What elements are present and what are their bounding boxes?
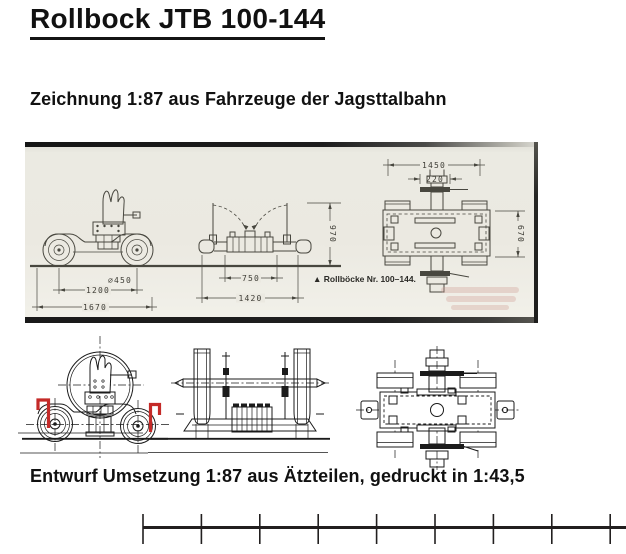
scan-top-view: 1450 220 670 (382, 159, 525, 293)
scan-end-view: 750 1420 970 (196, 202, 341, 303)
dim-outer-width: 1420 (238, 294, 262, 303)
dim-plan-width: 670 (516, 225, 525, 243)
etch-design-caption: Entwurf Umsetzung 1:87 aus Ätzteilen, ge… (30, 466, 525, 486)
page-title: Rollbock JTB 100-144 (30, 3, 326, 40)
highlighted-stanchion-bracket-right (148, 402, 162, 432)
cad-side-view (18, 336, 170, 458)
dim-height: 970 (328, 225, 337, 243)
scan-border-bottom (25, 317, 538, 323)
drawing-source-caption: Zeichnung 1:87 aus Fahrzeuge der Jagstta… (30, 89, 447, 109)
scale-ruler (142, 514, 626, 544)
cad-end-view (148, 348, 330, 453)
scan-side-view: ⌀450 1200 1670 (32, 189, 157, 312)
dim-plan-length: 1450 (422, 161, 446, 170)
dim-coupling-width: 220 (426, 175, 444, 184)
cad-drawings (18, 336, 519, 470)
dim-axle-distance: 1200 (86, 286, 110, 295)
cad-top-view (356, 346, 519, 470)
scan-border-top (25, 142, 538, 147)
scan-drawing-svg: ⌀450 1200 1670 (30, 159, 525, 312)
dim-overall-length: 1670 (83, 303, 107, 312)
dim-inner-width: 750 (242, 274, 260, 283)
highlighted-stanchion-bracket-left (36, 398, 51, 428)
ruler-ticks (142, 514, 612, 544)
scan-bleed-through (441, 287, 519, 310)
scanned-drawing: ⌀450 1200 1670 (25, 142, 538, 323)
coupling-claw (102, 189, 125, 225)
dim-wheel-diameter: ⌀450 (108, 276, 132, 285)
scan-border-right (534, 142, 538, 323)
coupling-claw (89, 355, 112, 394)
scan-caption: ▲ Rollböcke Nr. 100–144. (313, 274, 416, 284)
